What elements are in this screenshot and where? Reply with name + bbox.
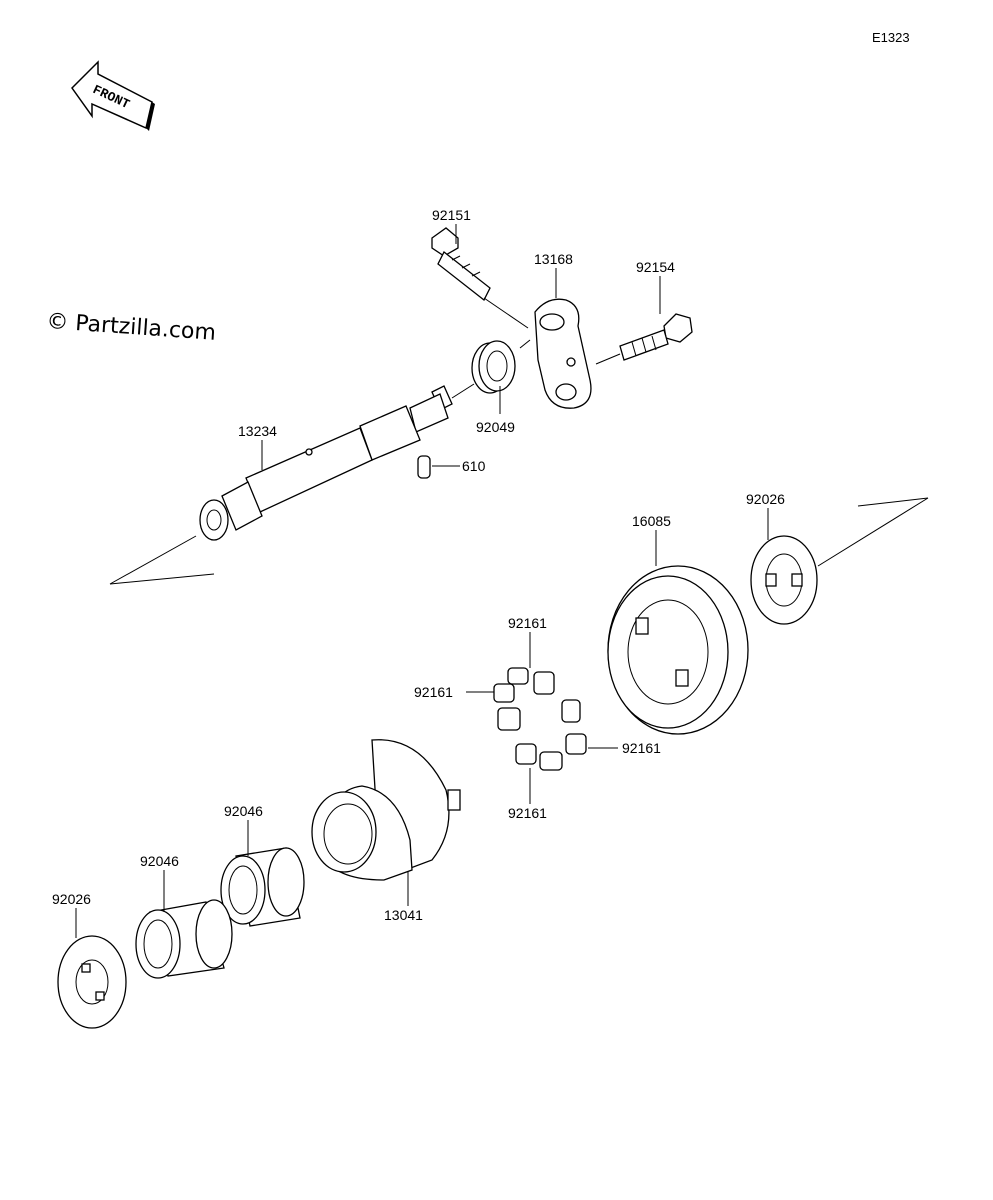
- label-92046-upper: 92046: [224, 803, 263, 819]
- label-92026-upper: 92026: [746, 491, 785, 507]
- seal-92049: [471, 340, 516, 394]
- label-610: 610: [462, 458, 486, 474]
- damper-set-92161: [493, 667, 587, 771]
- label-13041: 13041: [384, 907, 423, 923]
- diagram-code: E1323: [872, 30, 910, 45]
- label-92161-left: 92161: [414, 684, 453, 700]
- gear-16085: [607, 565, 749, 735]
- label-92161-top: 92161: [508, 615, 547, 631]
- arm-13168: [519, 298, 592, 409]
- label-92154: 92154: [636, 259, 675, 275]
- label-92046-lower: 92046: [140, 853, 179, 869]
- label-92161-right: 92161: [622, 740, 661, 756]
- shaft-13234: [199, 385, 453, 541]
- bearing-92046-upper: [220, 847, 305, 927]
- label-16085: 16085: [632, 513, 671, 529]
- label-13234: 13234: [238, 423, 277, 439]
- washer-92026-lower: [57, 935, 127, 1029]
- bolt-92151: [431, 227, 491, 302]
- label-92151: 92151: [432, 207, 471, 223]
- bolt-92154: [619, 313, 693, 361]
- watermark: © Partzilla.com: [46, 309, 217, 346]
- label-13168: 13168: [534, 251, 573, 267]
- pin-610: [417, 455, 431, 479]
- bearing-92046-lower: [135, 899, 233, 979]
- washer-92026-upper: [750, 535, 818, 625]
- hub-13041: [311, 739, 461, 881]
- label-92161-bottom: 92161: [508, 805, 547, 821]
- front-arrow-icon: FRONT: [71, 60, 155, 131]
- label-92049: 92049: [476, 419, 515, 435]
- label-92026-lower: 92026: [52, 891, 91, 907]
